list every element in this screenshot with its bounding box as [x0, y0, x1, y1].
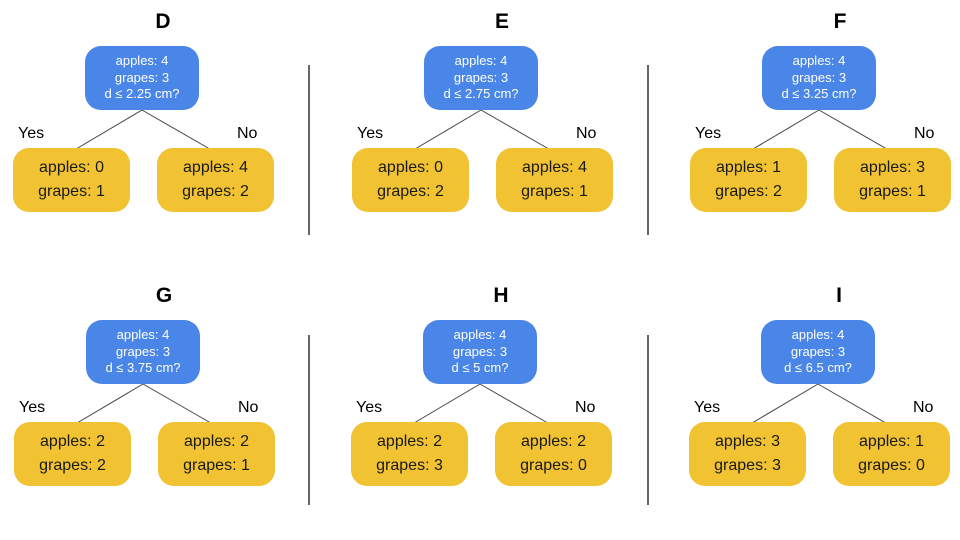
tree-panel-h: H apples: 4 grapes: 3 d ≤ 5 cm? Yes No a…	[351, 284, 651, 524]
no-branch-label: No	[576, 125, 597, 142]
yes-leaf-node: apples: 1 grapes: 2	[690, 148, 807, 212]
leaf-grapes-count: grapes: 3	[714, 457, 781, 474]
root-node: apples: 4 grapes: 3 d ≤ 3.75 cm?	[86, 320, 200, 384]
leaf-apples-count: apples: 4	[522, 159, 587, 176]
yes-leaf-node: apples: 3 grapes: 3	[689, 422, 806, 486]
tree-edges	[409, 109, 555, 153]
no-branch-label: No	[237, 125, 258, 142]
leaf-grapes-count: grapes: 0	[858, 457, 925, 474]
no-leaf-node: apples: 4 grapes: 1	[496, 148, 613, 212]
split-question: d ≤ 5 cm?	[451, 360, 509, 376]
root-node: apples: 4 grapes: 3 d ≤ 5 cm?	[423, 320, 537, 384]
root-node: apples: 4 grapes: 3 d ≤ 2.75 cm?	[424, 46, 538, 110]
panel-title: I	[836, 284, 842, 307]
split-question: d ≤ 3.25 cm?	[781, 86, 857, 102]
tree-edges	[408, 383, 554, 427]
panel-title: H	[493, 284, 509, 307]
tree-edges	[746, 383, 892, 427]
tree-panel-d: D apples: 4 grapes: 3 d ≤ 2.25 cm? Yes N…	[13, 10, 313, 250]
root-grapes-count: grapes: 3	[791, 69, 847, 85]
leaf-apples-count: apples: 2	[184, 433, 249, 450]
no-leaf-node: apples: 2 grapes: 0	[495, 422, 612, 486]
no-leaf-node: apples: 3 grapes: 1	[834, 148, 951, 212]
panel-title: F	[833, 10, 847, 33]
leaf-grapes-count: grapes: 2	[377, 183, 444, 200]
yes-leaf-node: apples: 2 grapes: 3	[351, 422, 468, 486]
divider-line	[308, 65, 310, 235]
yes-branch-label: Yes	[695, 125, 722, 142]
no-branch-label: No	[238, 399, 259, 416]
tree-edges	[71, 383, 217, 427]
tree-edges	[70, 109, 216, 153]
root-apples-count: apples: 4	[115, 53, 169, 69]
split-question: d ≤ 2.25 cm?	[104, 86, 180, 102]
tree-panel-e: E apples: 4 grapes: 3 d ≤ 2.75 cm? Yes N…	[352, 10, 652, 250]
leaf-apples-count: apples: 1	[859, 433, 924, 450]
leaf-grapes-count: grapes: 2	[182, 183, 249, 200]
root-apples-count: apples: 4	[791, 327, 845, 343]
leaf-grapes-count: grapes: 0	[520, 457, 587, 474]
leaf-grapes-count: grapes: 1	[859, 183, 926, 200]
yes-branch-label: Yes	[19, 399, 46, 416]
panel-title: D	[155, 10, 171, 33]
split-question: d ≤ 3.75 cm?	[105, 360, 181, 376]
leaf-apples-count: apples: 4	[183, 159, 248, 176]
yes-leaf-node: apples: 2 grapes: 2	[14, 422, 131, 486]
root-node: apples: 4 grapes: 3 d ≤ 2.25 cm?	[85, 46, 199, 110]
no-branch-label: No	[575, 399, 596, 416]
divider-line	[308, 335, 310, 505]
root-node: apples: 4 grapes: 3 d ≤ 6.5 cm?	[761, 320, 875, 384]
leaf-apples-count: apples: 0	[378, 159, 443, 176]
split-question: d ≤ 2.75 cm?	[443, 86, 519, 102]
root-apples-count: apples: 4	[454, 53, 508, 69]
yes-leaf-node: apples: 0 grapes: 2	[352, 148, 469, 212]
yes-branch-label: Yes	[356, 399, 383, 416]
tree-panel-i: I apples: 4 grapes: 3 d ≤ 6.5 cm? Yes No…	[689, 284, 960, 524]
root-grapes-count: grapes: 3	[790, 343, 846, 359]
divider-line	[647, 335, 649, 505]
no-branch-label: No	[913, 399, 934, 416]
root-apples-count: apples: 4	[792, 53, 846, 69]
root-grapes-count: grapes: 3	[453, 69, 509, 85]
split-question: d ≤ 6.5 cm?	[784, 360, 852, 376]
leaf-grapes-count: grapes: 1	[38, 183, 105, 200]
tree-panel-g: G apples: 4 grapes: 3 d ≤ 3.75 cm? Yes N…	[14, 284, 314, 524]
panel-title: G	[155, 284, 173, 307]
yes-branch-label: Yes	[18, 125, 45, 142]
leaf-grapes-count: grapes: 1	[521, 183, 588, 200]
panel-title: E	[494, 10, 509, 33]
leaf-apples-count: apples: 3	[860, 159, 925, 176]
leaf-grapes-count: grapes: 1	[183, 457, 250, 474]
leaf-grapes-count: grapes: 2	[39, 457, 106, 474]
root-grapes-count: grapes: 3	[452, 343, 508, 359]
root-node: apples: 4 grapes: 3 d ≤ 3.25 cm?	[762, 46, 876, 110]
leaf-apples-count: apples: 2	[40, 433, 105, 450]
leaf-apples-count: apples: 2	[377, 433, 442, 450]
leaf-apples-count: apples: 3	[715, 433, 780, 450]
yes-leaf-node: apples: 0 grapes: 1	[13, 148, 130, 212]
root-grapes-count: grapes: 3	[114, 69, 170, 85]
leaf-apples-count: apples: 1	[716, 159, 781, 176]
no-branch-label: No	[914, 125, 935, 142]
leaf-grapes-count: grapes: 3	[376, 457, 443, 474]
root-apples-count: apples: 4	[116, 327, 170, 343]
leaf-apples-count: apples: 0	[39, 159, 104, 176]
root-grapes-count: grapes: 3	[115, 343, 171, 359]
root-apples-count: apples: 4	[453, 327, 507, 343]
yes-branch-label: Yes	[694, 399, 721, 416]
yes-branch-label: Yes	[357, 125, 384, 142]
no-leaf-node: apples: 4 grapes: 2	[157, 148, 274, 212]
no-leaf-node: apples: 1 grapes: 0	[833, 422, 950, 486]
tree-edges	[747, 109, 893, 153]
tree-panel-f: F apples: 4 grapes: 3 d ≤ 3.25 cm? Yes N…	[690, 10, 960, 250]
leaf-apples-count: apples: 2	[521, 433, 586, 450]
divider-line	[647, 65, 649, 235]
leaf-grapes-count: grapes: 2	[715, 183, 782, 200]
no-leaf-node: apples: 2 grapes: 1	[158, 422, 275, 486]
